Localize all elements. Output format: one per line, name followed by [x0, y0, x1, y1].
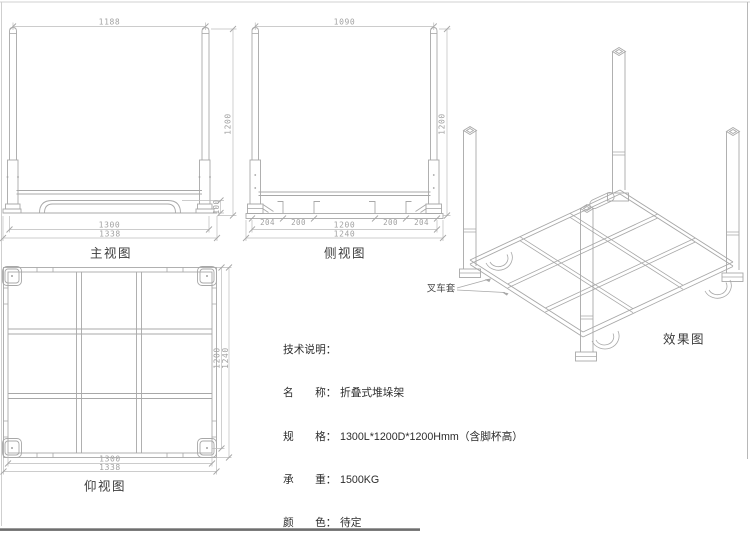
note-line-spec: 规 格：1300L*1200D*1200Hmm（含脚杯高）: [283, 430, 523, 443]
technical-notes: 技术说明： 名 称：折叠式堆垛架 规 格：1300L*1200D*1200Hmm…: [283, 314, 745, 533]
side-view-label: 侧视图: [324, 246, 366, 261]
front-view: [2, 27, 217, 214]
fork-sleeve-callout: 叉车套: [427, 283, 456, 295]
note-line-load: 承 重：1500KG: [283, 473, 380, 486]
bottom-dim-inner-width: 1300: [99, 455, 121, 464]
bottom-view-label: 仰视图: [84, 479, 126, 494]
side-view: [245, 27, 444, 219]
bottom-view: [2, 266, 217, 458]
corner-pad: [197, 438, 217, 458]
notes-title: 技术说明：: [283, 343, 337, 356]
note-line-color: 颜 色：待定: [283, 517, 362, 530]
side-dim-outer-width: 1240: [334, 230, 356, 239]
front-dim-top-width: 1188: [99, 18, 121, 27]
side-dim-seg-4: 204: [414, 218, 429, 227]
side-dim-top-width: 1090: [334, 18, 356, 27]
front-view-label: 主视图: [90, 246, 132, 261]
note-line-name: 名 称：折叠式堆垛架: [283, 387, 405, 400]
front-dim-inner-width: 1300: [99, 221, 121, 230]
side-dim-seg-2: 200: [291, 218, 306, 227]
bottom-view-dimensions: [0, 264, 233, 475]
notes-title-row: 技术说明：: [283, 343, 745, 357]
front-dim-runner-height: 100: [212, 200, 221, 215]
bottom-dim-outer-width: 1338: [99, 463, 121, 472]
front-dim-outer-width: 1338: [99, 230, 121, 239]
side-view-dimensions: [242, 22, 451, 242]
corner-pad: [2, 266, 22, 286]
side-dim-inner-width: 1200: [334, 221, 356, 230]
front-view-dimensions: [0, 22, 237, 242]
corner-pad: [2, 438, 22, 458]
front-dim-post-height: 1200: [224, 113, 233, 135]
iso-view-label: 效果图: [663, 332, 705, 347]
bottom-dim-inner-depth: 1200: [213, 347, 222, 369]
side-dim-seg-1: 204: [260, 218, 275, 227]
side-dim-post-height: 1200: [438, 113, 447, 135]
iso-view: [456, 46, 744, 362]
bottom-dim-outer-depth: 1240: [221, 347, 230, 369]
side-dim-seg-3: 200: [383, 218, 398, 227]
corner-pad: [197, 266, 217, 286]
